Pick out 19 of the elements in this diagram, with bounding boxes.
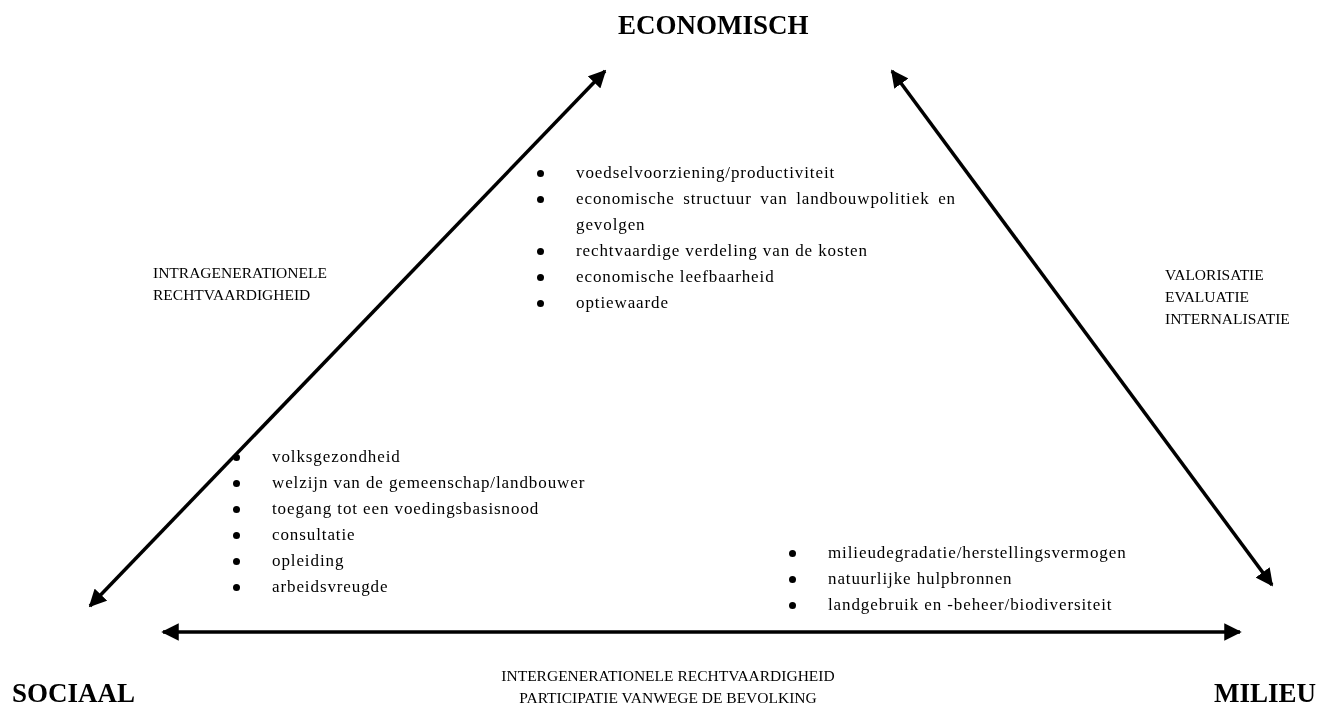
double-arrow: [161, 623, 1242, 641]
corner-title: ECONOMISCH: [618, 10, 809, 41]
list-item-text: landgebruik en -beheer/biodiversiteit: [828, 594, 1114, 616]
double-arrow: [88, 69, 607, 608]
list-item-text: voedselvoorziening/productiviteit: [576, 162, 837, 184]
corner-title: SOCIAAL: [12, 678, 136, 709]
corner-title: MILIEU: [1214, 678, 1316, 709]
list-item-text: milieudegradatie/herstellingsvermogen: [828, 542, 1128, 564]
list-item-text: economische leefbaarheid: [576, 266, 776, 288]
list-item-text: arbeidsvreugde: [272, 576, 390, 598]
double-arrow: [890, 69, 1274, 587]
list-item-text: toegang tot een voedingsbasisnood: [272, 498, 541, 520]
list-item-text: opleiding: [272, 550, 346, 572]
list-item-text: natuurlijke hulpbronnen: [828, 568, 1014, 590]
list-item-text: consultatie: [272, 524, 357, 546]
list-item-text: volksgezondheid: [272, 446, 402, 468]
list-item-text: optiewaarde: [576, 292, 670, 314]
list-item-text: rechtvaardige verdeling van de kosten: [576, 240, 869, 262]
list-item-text: welzijn van de gemeenschap/landbouwer: [272, 472, 587, 494]
